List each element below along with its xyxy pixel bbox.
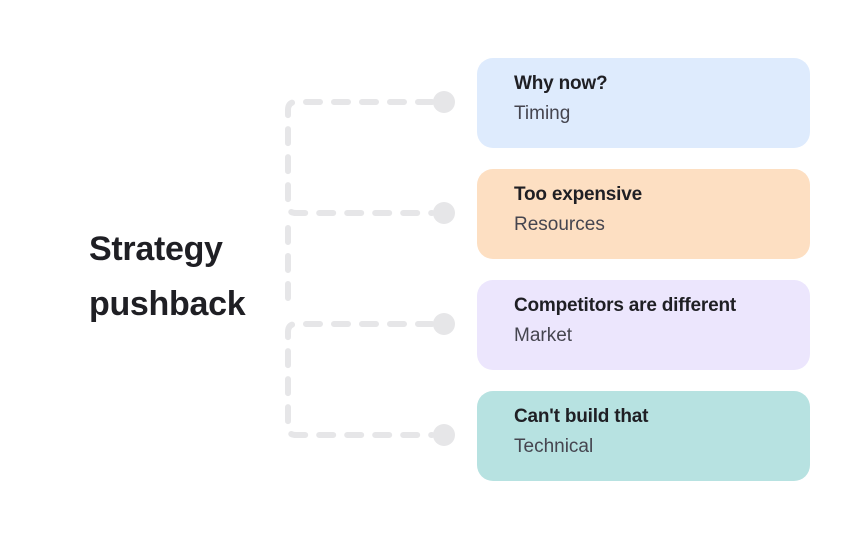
connector-dot-4	[433, 424, 455, 446]
diagram-title: Strategy pushback	[89, 222, 246, 332]
branch-category: Market	[514, 325, 573, 346]
connector-top-bracket	[285, 99, 435, 216]
branch-card-technical: Can't build that Technical	[477, 391, 810, 481]
branch-card-timing: Why now? Timing	[477, 58, 810, 148]
branch-card-resources: Too expensive Resources	[477, 169, 810, 259]
branch-card-market: Competitors are different Market	[477, 280, 810, 370]
title-line-2: pushback	[89, 285, 246, 323]
branch-heading: Competitors are different	[514, 295, 736, 316]
connector-bottom-bracket	[285, 321, 435, 438]
branch-category: Technical	[514, 436, 594, 457]
branch-category: Resources	[514, 214, 605, 235]
branch-heading: Can't build that	[514, 406, 649, 427]
branch-heading: Why now?	[514, 73, 608, 94]
branch-heading: Too expensive	[514, 184, 642, 205]
branch-category: Timing	[514, 103, 571, 124]
connector-dot-2	[433, 202, 455, 224]
connector-dot-3	[433, 313, 455, 335]
connector-dot-1	[433, 91, 455, 113]
title-line-1: Strategy	[89, 230, 223, 268]
